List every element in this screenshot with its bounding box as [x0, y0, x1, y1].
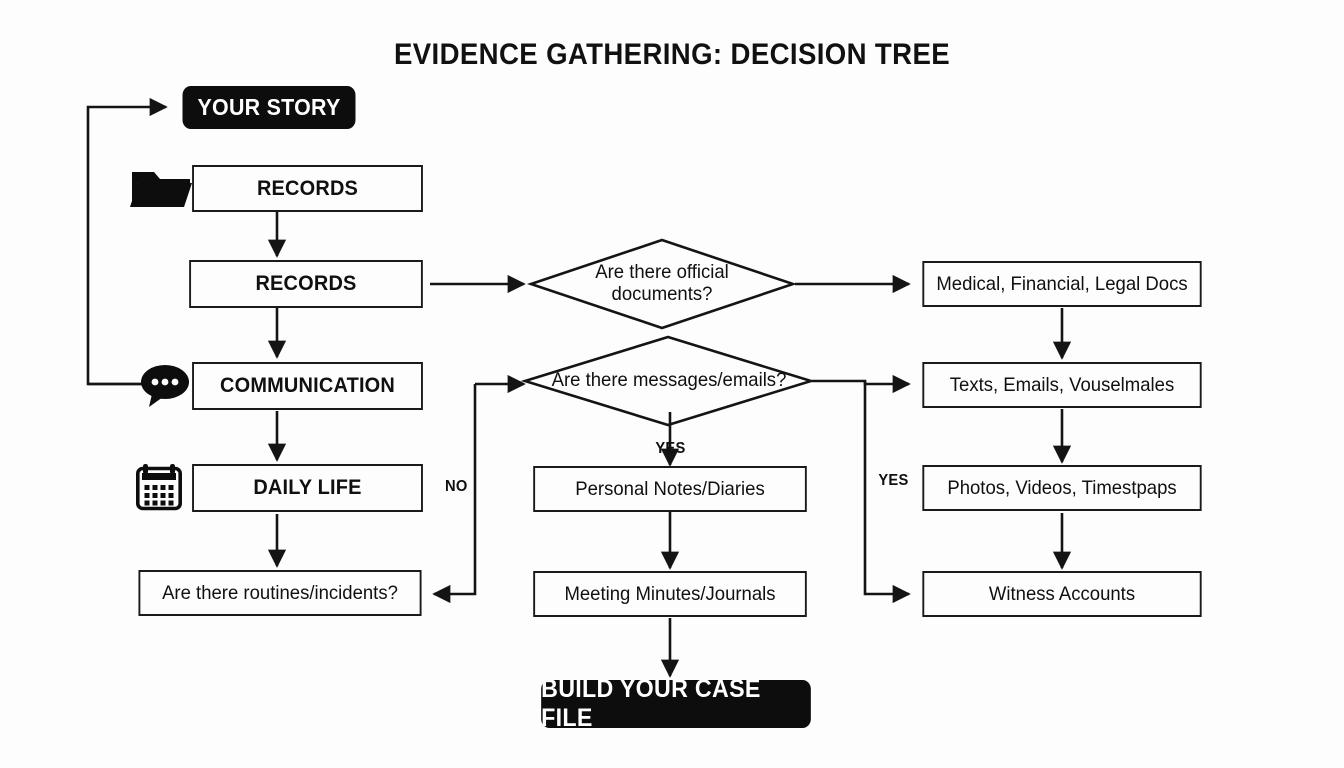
- start-node-your-story[interactable]: YOUR STORY: [182, 86, 356, 129]
- question-box-routines[interactable]: Are there routines/incidents?: [138, 570, 422, 616]
- end-node-build-case-file[interactable]: BUILD YOUR CASE FILE: [541, 675, 811, 732]
- decision-label-line-1: Are there official: [595, 261, 729, 284]
- category-label: DAILY LIFE: [253, 476, 362, 499]
- folder-icon: [130, 172, 192, 207]
- outcome-box-witness-accounts[interactable]: Witness Accounts: [922, 571, 1202, 617]
- decision-label-line-1: Are there messages/emails?: [551, 369, 787, 392]
- end-node-label: BUILD YOUR CASE FILE: [541, 675, 761, 732]
- start-node-label: YOUR STORY: [197, 94, 341, 120]
- outcome-box-texts-emails[interactable]: Texts, Emails, Vouselmales: [922, 362, 1202, 408]
- decision-label-messages[interactable]: Are there messages/emails?: [546, 368, 791, 394]
- decision-label-line-2: documents?: [611, 283, 713, 305]
- outcome-box-meeting-minutes[interactable]: Meeting Minutes/Journals: [533, 571, 807, 617]
- outcome-label: Photos, Videos, Timestpaps: [947, 476, 1177, 499]
- decision-label-documents[interactable]: Are there official documents?: [567, 254, 757, 314]
- outcome-label: Medical, Financial, Legal Docs: [936, 272, 1188, 295]
- outcome-box-photos-videos[interactable]: Photos, Videos, Timestpaps: [922, 465, 1202, 511]
- edge-label-yes-center: YES: [655, 440, 686, 457]
- category-label: RECORDS: [255, 272, 357, 295]
- page-title: EVIDENCE GATHERING: DECISION TREE: [393, 38, 951, 71]
- outcome-label: Texts, Emails, Vouselmales: [949, 373, 1175, 396]
- outcome-label: Personal Notes/Diaries: [575, 477, 765, 500]
- category-box-communication[interactable]: COMMUNICATION: [192, 362, 423, 410]
- question-label: Are there routines/incidents?: [162, 581, 398, 604]
- category-label: RECORDS: [256, 176, 359, 200]
- outcome-box-medical-financial-legal[interactable]: Medical, Financial, Legal Docs: [922, 261, 1202, 307]
- outcome-box-personal-notes[interactable]: Personal Notes/Diaries: [533, 466, 807, 512]
- outcome-label: Witness Accounts: [988, 582, 1136, 605]
- category-box-records-1[interactable]: RECORDS: [192, 165, 423, 212]
- speech-bubble-icon: [141, 365, 189, 407]
- outcome-label: Meeting Minutes/Journals: [564, 582, 776, 605]
- category-box-daily-life[interactable]: DAILY LIFE: [192, 464, 423, 512]
- category-box-records-2[interactable]: RECORDS: [189, 260, 423, 308]
- edge-label-no: NO: [444, 478, 468, 495]
- edge-label-yes-right: YES: [878, 472, 909, 489]
- category-label: COMMUNICATION: [220, 374, 395, 397]
- calendar-icon: [136, 464, 182, 511]
